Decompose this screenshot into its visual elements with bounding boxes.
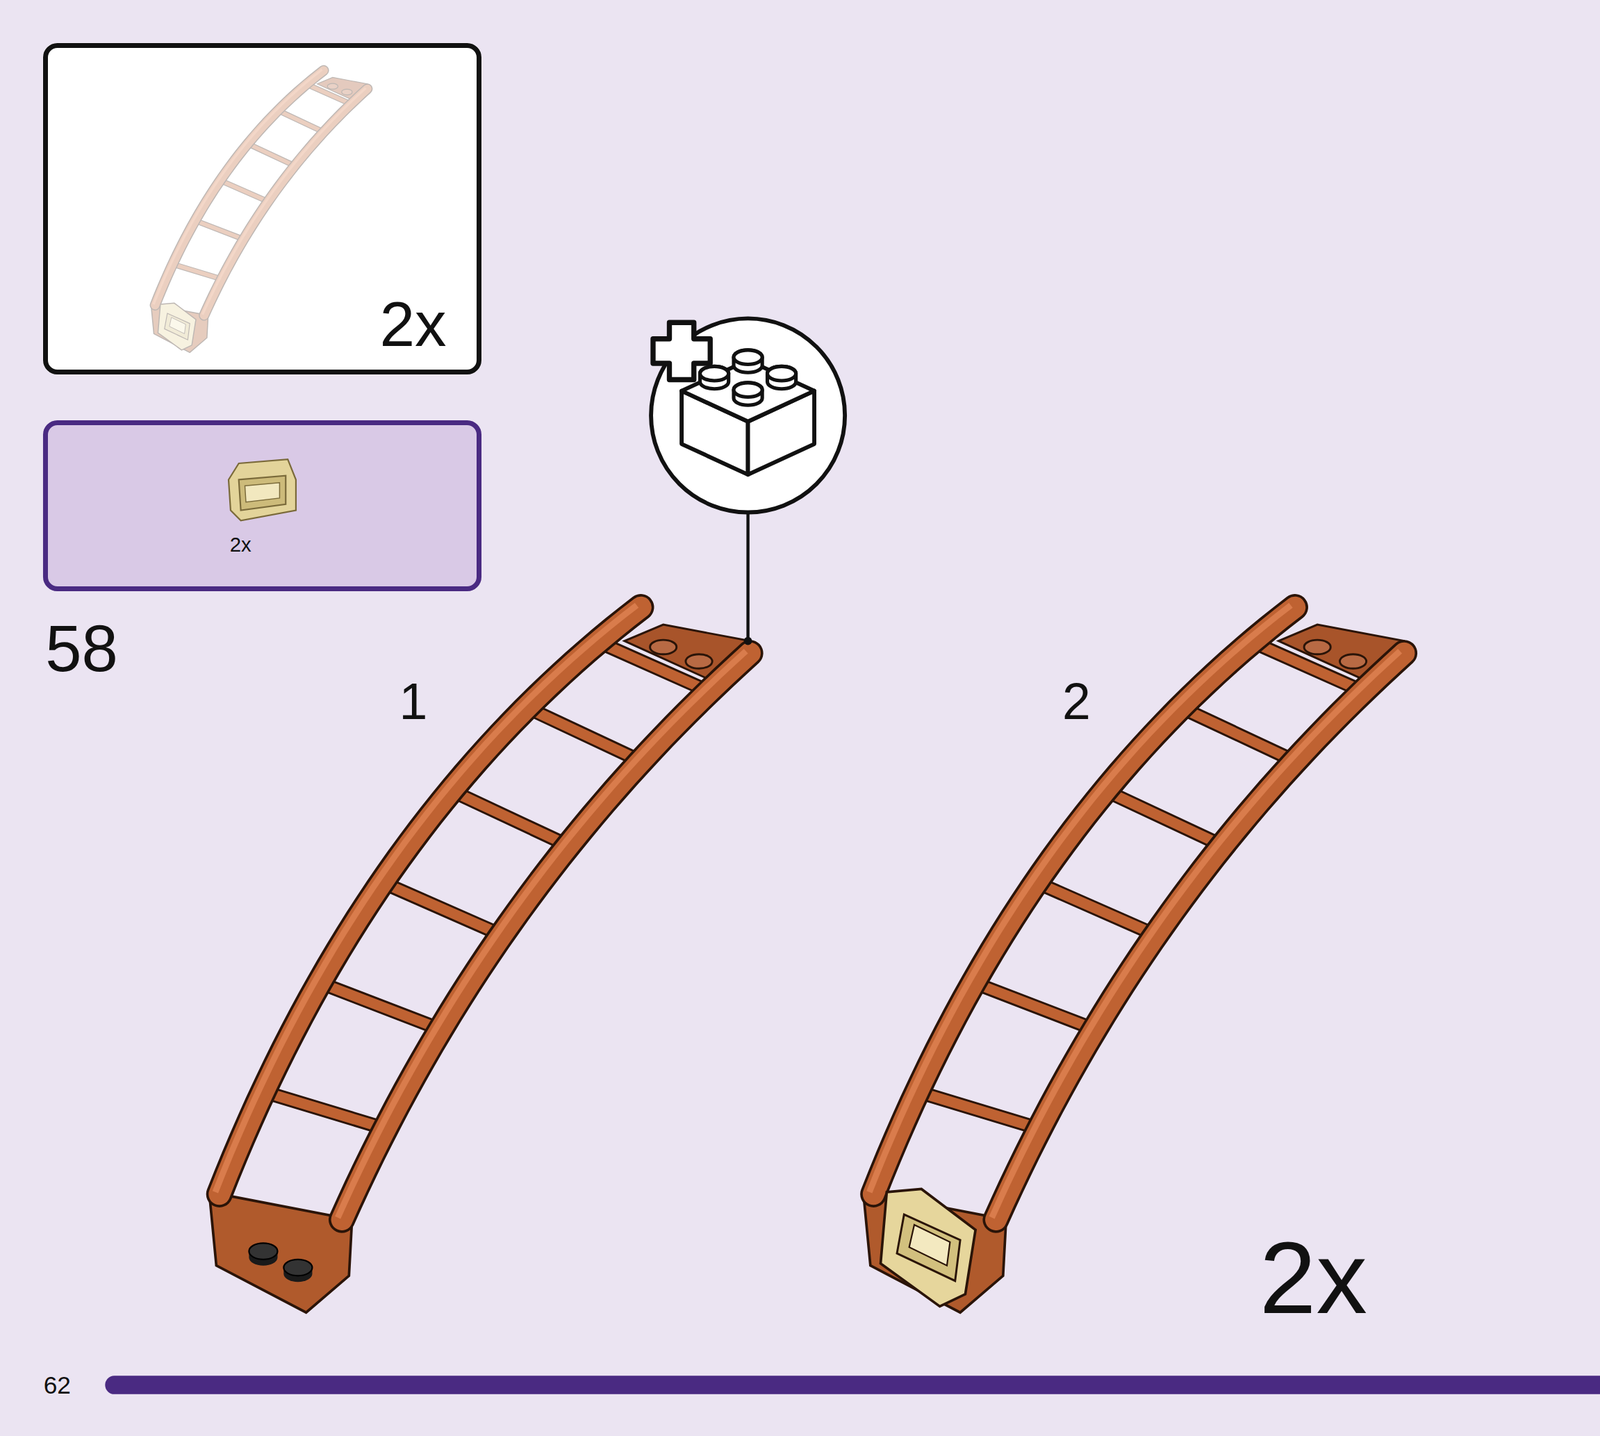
add-brick-callout xyxy=(650,318,845,645)
faded-rail xyxy=(150,69,371,353)
part-count: 2x xyxy=(229,534,252,555)
parts-list-box: 2x xyxy=(43,420,483,591)
parts-panel xyxy=(43,420,483,591)
subassembly-box: 2x xyxy=(43,43,483,375)
build-count: 2x xyxy=(1259,1226,1368,1330)
track-rail xyxy=(863,605,1415,1313)
step-number: 58 xyxy=(45,616,119,682)
substep-number: 2 xyxy=(1062,676,1091,728)
track-rail xyxy=(209,605,761,1313)
substep-number: 1 xyxy=(398,676,428,728)
tan-clip-icon xyxy=(228,459,296,521)
page-bar xyxy=(104,1375,1600,1394)
page-number: 62 xyxy=(43,1372,71,1398)
subassembly-panel xyxy=(43,43,483,375)
quantity-label: 2x xyxy=(379,292,447,356)
